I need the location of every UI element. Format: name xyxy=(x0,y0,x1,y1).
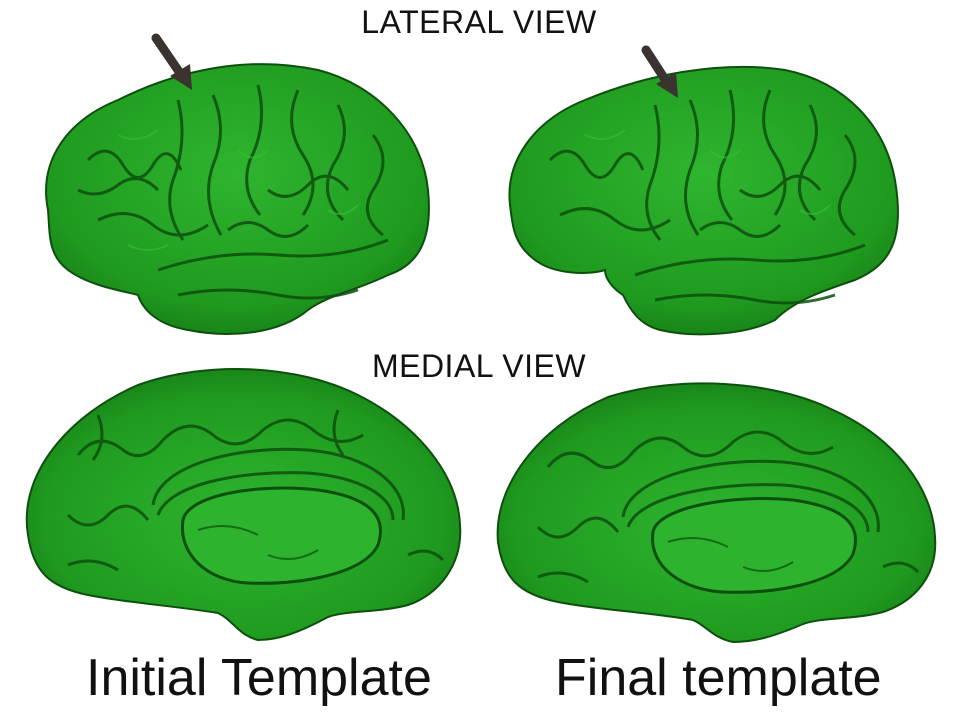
lateral-view-label: LATERAL VIEW xyxy=(361,4,597,40)
medial-view-label: MEDIAL VIEW xyxy=(371,348,587,384)
final-template-caption: Final template xyxy=(555,649,882,707)
lateral-final-brain-image xyxy=(495,40,915,340)
medial-initial-brain-image xyxy=(8,355,468,645)
initial-template-caption: Initial Template xyxy=(86,649,432,707)
down-right-arrow-icon xyxy=(151,33,192,90)
medial-final-brain-image xyxy=(488,372,940,644)
lateral-initial-brain-image xyxy=(28,40,448,340)
down-right-arrow-icon xyxy=(641,45,678,98)
